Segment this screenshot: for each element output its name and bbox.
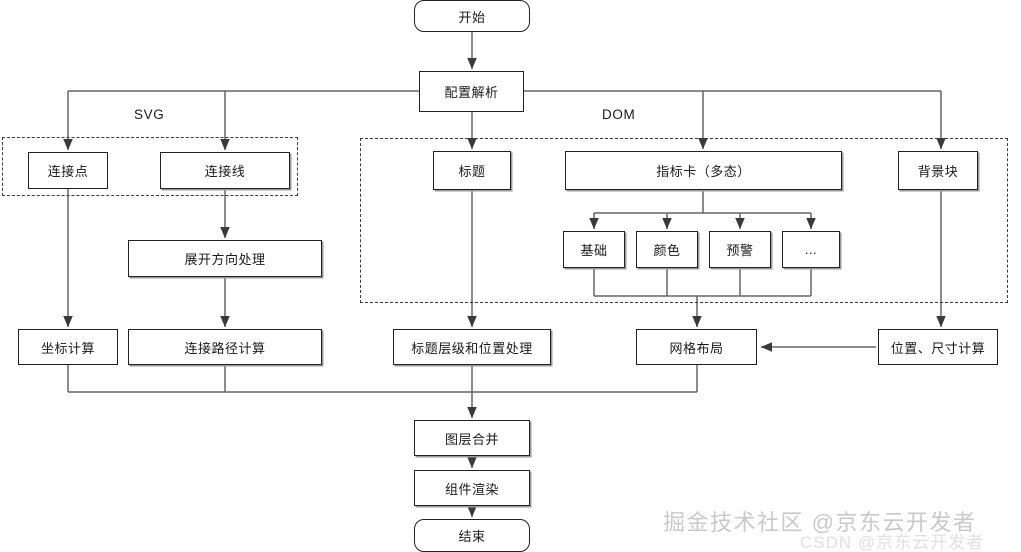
node-metric-card-label: 指标卡（多态） — [656, 164, 751, 179]
node-size-calc[interactable]: 位置、尺寸计算 — [878, 329, 998, 365]
node-layer-merge-label: 图层合并 — [444, 431, 499, 447]
node-connect-line-label: 连接线 — [204, 164, 246, 179]
node-background-block[interactable]: 背景块 — [898, 151, 978, 190]
watermark-csdn: CSDN @京东云开发者 — [800, 533, 985, 552]
node-expand-direction[interactable]: 展开方向处理 — [128, 240, 322, 277]
node-connect-point[interactable]: 连接点 — [28, 152, 108, 189]
node-state-basic-label: 基础 — [580, 243, 608, 258]
group-svg — [2, 137, 298, 196]
watermark-juejin: 掘金技术社区 @京东云开发者 — [663, 510, 977, 535]
node-state-warning[interactable]: 预警 — [709, 231, 771, 268]
node-start-label: 开始 — [458, 9, 486, 25]
node-state-basic[interactable]: 基础 — [563, 231, 625, 268]
node-connect-point-label: 连接点 — [47, 164, 89, 179]
node-state-color[interactable]: 颜色 — [636, 231, 698, 268]
node-coord-calc-label: 坐标计算 — [40, 340, 95, 356]
node-background-block-label: 背景块 — [917, 164, 959, 179]
node-state-color-label: 颜色 — [653, 243, 681, 258]
node-title-layer-calc-label: 标题层级和位置处理 — [411, 340, 533, 356]
group-dom — [360, 138, 1008, 303]
node-config-parse[interactable]: 配置解析 — [419, 71, 524, 112]
node-start[interactable]: 开始 — [414, 0, 530, 32]
node-title-label: 标题 — [458, 164, 486, 179]
node-path-calc[interactable]: 连接路径计算 — [128, 329, 322, 365]
node-layer-merge[interactable]: 图层合并 — [414, 420, 530, 456]
node-state-more-label: ... — [804, 242, 818, 257]
node-title-layer-calc[interactable]: 标题层级和位置处理 — [393, 329, 551, 365]
group-label-dom: DOM — [602, 107, 636, 122]
node-end[interactable]: 结束 — [414, 519, 530, 552]
node-end-label: 结束 — [458, 529, 486, 544]
node-path-calc-label: 连接路径计算 — [184, 340, 266, 356]
node-metric-card[interactable]: 指标卡（多态） — [565, 151, 842, 190]
node-connect-line[interactable]: 连接线 — [160, 152, 290, 189]
node-component-render-label: 组件渲染 — [444, 481, 499, 497]
node-grid-layout-label: 网格布局 — [669, 340, 724, 356]
node-grid-layout[interactable]: 网格布局 — [636, 329, 757, 365]
node-size-calc-label: 位置、尺寸计算 — [890, 340, 986, 356]
node-state-warning-label: 预警 — [726, 243, 754, 258]
node-coord-calc[interactable]: 坐标计算 — [18, 329, 118, 365]
group-label-svg: SVG — [134, 107, 165, 122]
node-expand-direction-label: 展开方向处理 — [184, 252, 266, 267]
node-state-more[interactable]: ... — [782, 231, 840, 268]
node-config-parse-label: 配置解析 — [444, 85, 499, 100]
node-title[interactable]: 标题 — [433, 151, 511, 190]
node-component-render[interactable]: 组件渲染 — [414, 470, 530, 506]
